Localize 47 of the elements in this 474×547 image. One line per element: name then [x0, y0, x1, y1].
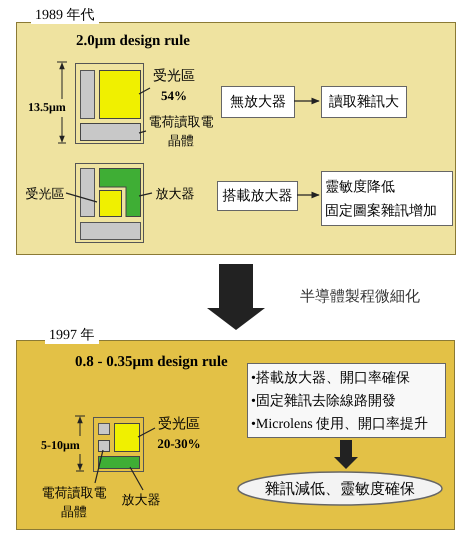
- text-line: 固定圖案雜訊增加: [325, 202, 438, 220]
- dimension-label: 5-10μm: [41, 439, 80, 451]
- bullet-item: •固定雜訊去除線路開發: [251, 392, 397, 411]
- photodiode-region: [99, 70, 141, 119]
- panel-title: 1989 年代: [31, 8, 98, 24]
- bullet-box: [247, 363, 446, 438]
- photodiode-region: [99, 190, 122, 217]
- transistor-region: [80, 123, 141, 141]
- region-label: 放大器: [120, 492, 162, 510]
- amplifier-region: [98, 456, 140, 469]
- region-label: 受光區: [152, 67, 196, 86]
- result-text: 雜訊減低、靈敏度確保: [265, 481, 415, 496]
- panel-title: 1997 年: [45, 328, 98, 344]
- region-label: 受光區: [157, 415, 201, 434]
- leader-line: [138, 130, 146, 134]
- bullet-item: •搭載放大器、開口率確保: [251, 369, 411, 388]
- text-box: [321, 171, 453, 226]
- text-box: 搭載放大器: [217, 181, 298, 211]
- percentage-label: 54%: [160, 87, 188, 105]
- photodiode-region: [114, 423, 140, 452]
- percentage-label: 20-30%: [156, 435, 202, 453]
- bullet-item: •Microlens 使用、開口率提升: [251, 415, 430, 434]
- text-box: 讀取雜訊大: [321, 86, 407, 118]
- leader-line: [94, 450, 104, 484]
- design-rule-text: 2.0μm design rule: [76, 34, 190, 49]
- dimension-label: 13.5μm: [28, 101, 66, 113]
- block-arrow: [334, 440, 358, 469]
- design-rule-text: 0.8 - 0.35μm design rule: [75, 355, 228, 370]
- pixel-cell: [75, 63, 144, 144]
- edge-label: 半導體製程微細化: [300, 289, 420, 304]
- pixel-cell: [93, 417, 144, 472]
- block-arrow: [207, 264, 265, 330]
- transistor-region: [98, 440, 110, 452]
- leader-line: [138, 192, 152, 197]
- region-label: 電荷讀取電晶體: [40, 485, 108, 522]
- leader-line: [138, 427, 156, 438]
- leader-line: [129, 466, 144, 490]
- text-box: 無放大器: [221, 86, 295, 118]
- arrow: [297, 192, 320, 198]
- text-line: 靈敏度降低: [325, 178, 396, 196]
- leader-line: [66, 192, 98, 203]
- leader-line: [138, 87, 150, 95]
- region-label: 電荷讀取電晶體: [148, 114, 214, 151]
- pixel-cell: [75, 163, 144, 243]
- region-label: 放大器: [154, 186, 196, 204]
- arrow: [294, 98, 320, 104]
- region-label: 受光區: [24, 186, 66, 204]
